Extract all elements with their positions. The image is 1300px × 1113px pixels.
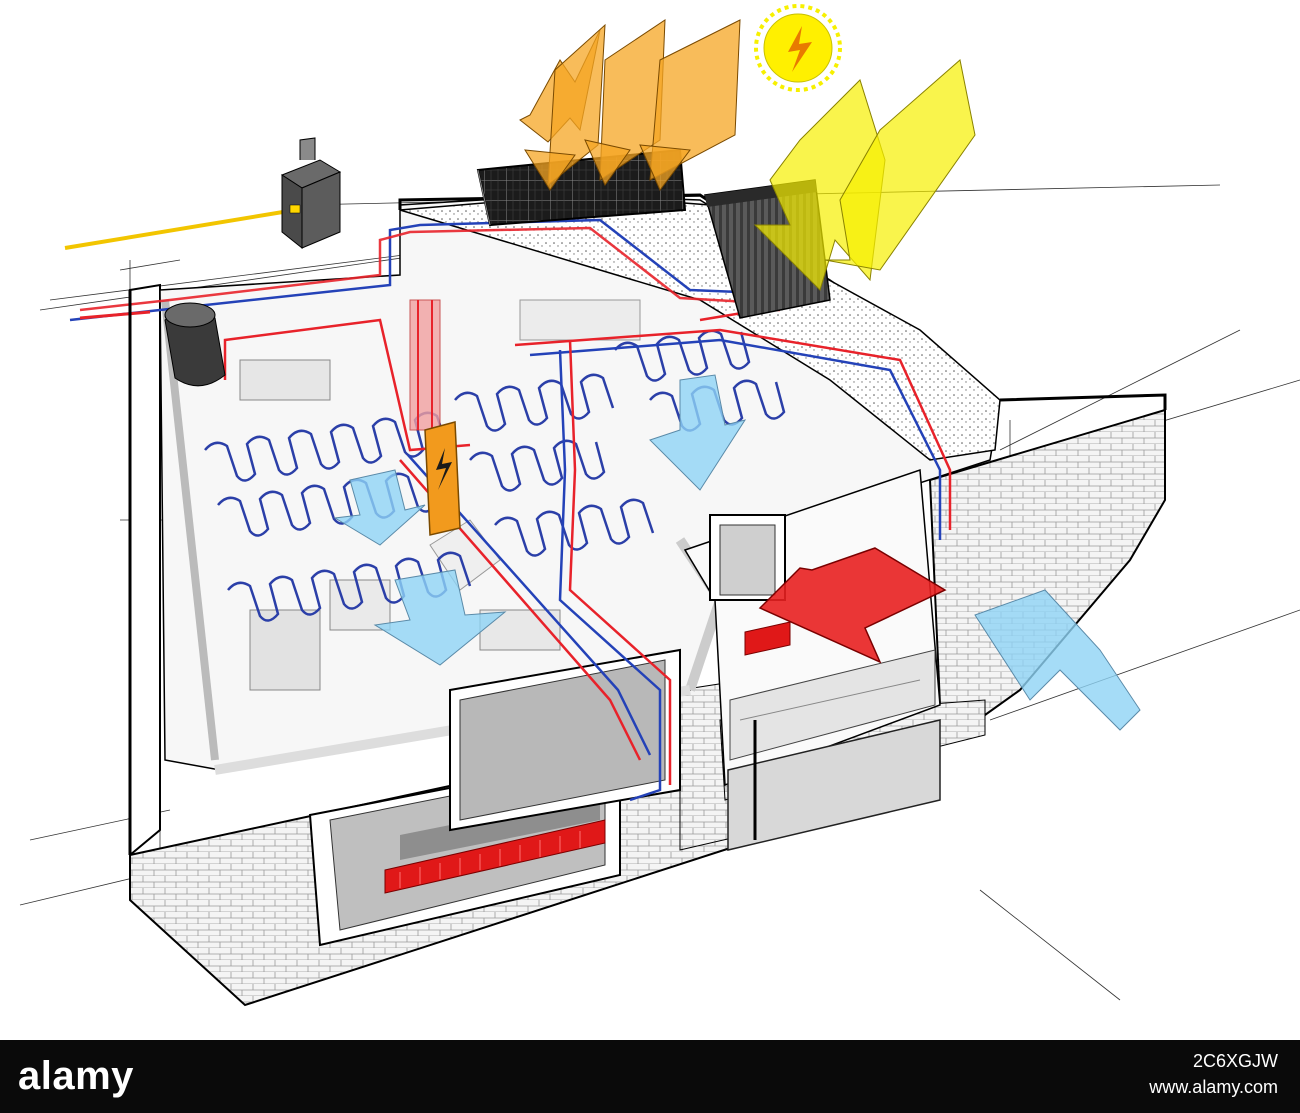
- hot-water-tank: [164, 302, 226, 387]
- wall-radiator: [384, 819, 606, 894]
- lightning-icon: [436, 448, 452, 490]
- solar-ray-arrows: [519, 19, 741, 191]
- cool-air-arrows: [333, 374, 1141, 731]
- pipe-riser: [409, 299, 441, 431]
- watermark-logo: alamy: [18, 1054, 134, 1098]
- watermark-bar: alamy 2C6XGJW www.alamy.com: [0, 1040, 1300, 1113]
- sun-ray-arrows: [753, 59, 976, 291]
- gas-boiler: [280, 137, 342, 250]
- wall-radiator-balcony: [744, 621, 791, 656]
- sun-lightning-icon: [754, 4, 842, 92]
- watermark-url: www.alamy.com: [1149, 1077, 1278, 1097]
- house-cutaway-diagram: [19, 4, 1300, 1007]
- electric-meter-box: [424, 421, 461, 536]
- watermark-id: 2C6XGJW www.alamy.com: [1149, 1048, 1278, 1100]
- cut-outline: [128, 290, 1167, 855]
- watermark-image-id: 2C6XGJW: [1192, 1051, 1278, 1071]
- front-window-upper: [449, 648, 681, 832]
- heat-loss-arrow: [758, 547, 947, 664]
- heating-pipes: [69, 218, 952, 802]
- gas-line: [64, 208, 296, 250]
